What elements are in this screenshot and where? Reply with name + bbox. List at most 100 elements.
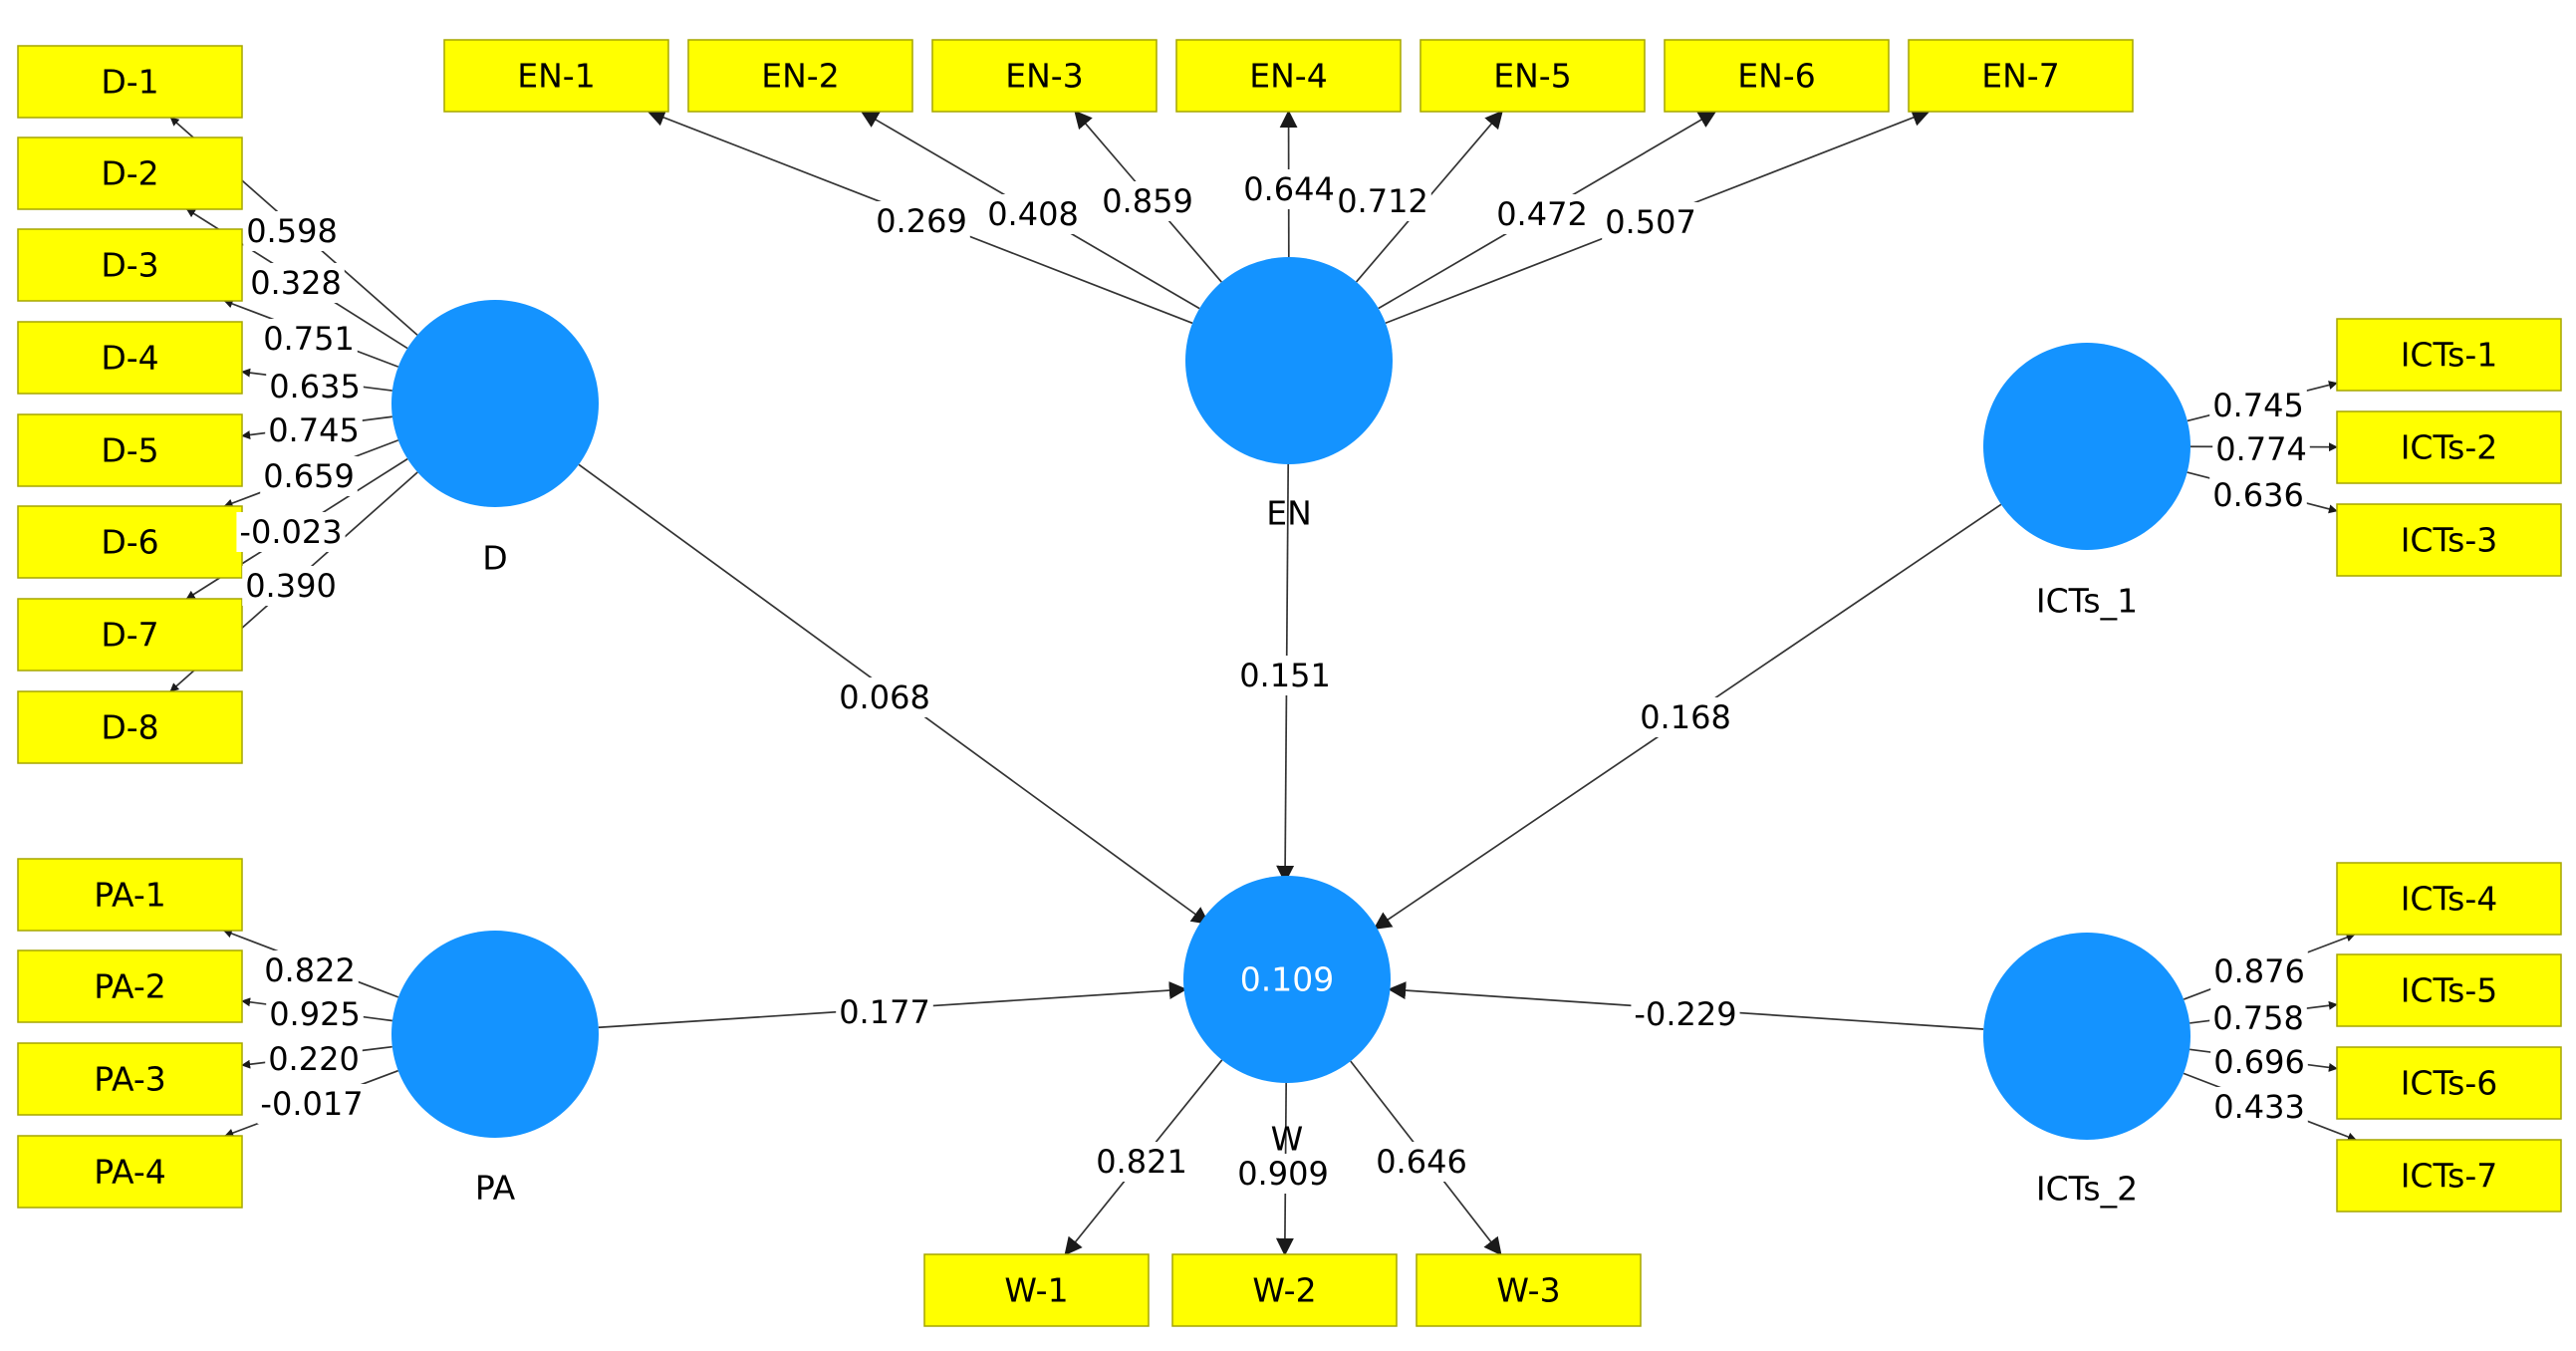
loading-D-4: 0.635 (266, 367, 364, 406)
indicator-ICTs-1[interactable]: ICTs-1 (2336, 318, 2562, 392)
svg-text:0.433: 0.433 (2213, 1088, 2305, 1126)
svg-text:0.745: 0.745 (2212, 387, 2304, 424)
loading-D-7: -0.023 (236, 512, 346, 552)
path-coefficient-EN_W: 0.151 (1236, 656, 1334, 695)
svg-text:0.745: 0.745 (268, 411, 360, 449)
indicator-ICTs-6[interactable]: ICTs-6 (2336, 1046, 2562, 1120)
construct-PA[interactable]: PA (391, 931, 599, 1208)
construct-label-ICTs_1: ICTs_1 (2036, 582, 2138, 621)
indicator-EN-4[interactable]: EN-4 (1175, 39, 1402, 113)
loading-EN-7: 0.507 (1602, 202, 1699, 242)
construct-label-EN: EN (1266, 494, 1312, 533)
loading-W-2: 0.909 (1234, 1154, 1332, 1194)
indicator-W-3[interactable]: W-3 (1416, 1253, 1642, 1327)
indicator-EN-3[interactable]: EN-3 (931, 39, 1158, 113)
indicator-label: ICTs-5 (2401, 971, 2498, 1010)
indicator-label: PA-3 (94, 1060, 166, 1099)
construct-ICTs_1[interactable]: ICTs_1 (1983, 343, 2190, 621)
indicator-D-7[interactable]: D-7 (17, 598, 243, 672)
construct-label-W: W (1271, 1120, 1304, 1159)
indicator-W-2[interactable]: W-2 (1171, 1253, 1398, 1327)
construct-label-PA: PA (475, 1169, 516, 1208)
indicator-EN-1[interactable]: EN-1 (443, 39, 669, 113)
svg-text:0.220: 0.220 (268, 1040, 360, 1078)
svg-text:0.774: 0.774 (2215, 430, 2307, 468)
indicator-label: EN-2 (761, 57, 839, 96)
loading-D-1: 0.598 (243, 211, 341, 251)
svg-text:0.758: 0.758 (2212, 999, 2304, 1037)
svg-text:0.151: 0.151 (1239, 657, 1331, 694)
indicator-label: D-1 (101, 63, 158, 102)
indicator-label: D-8 (101, 708, 158, 747)
indicator-ICTs-5[interactable]: ICTs-5 (2336, 953, 2562, 1027)
indicator-D-1[interactable]: D-1 (17, 45, 243, 119)
indicator-label: ICTs-3 (2401, 521, 2498, 560)
svg-text:-0.229: -0.229 (1634, 995, 1736, 1033)
indicator-ICTs-2[interactable]: ICTs-2 (2336, 410, 2562, 484)
indicator-W-1[interactable]: W-1 (923, 1253, 1150, 1327)
indicator-label: ICTs-2 (2401, 428, 2498, 467)
indicator-label: ICTs-4 (2401, 880, 2498, 919)
indicator-label: PA-2 (94, 967, 166, 1006)
svg-text:0.472: 0.472 (1496, 195, 1588, 233)
loading-W-1: 0.821 (1093, 1142, 1190, 1182)
indicator-ICTs-4[interactable]: ICTs-4 (2336, 862, 2562, 936)
svg-text:0.822: 0.822 (264, 951, 356, 989)
svg-text:0.598: 0.598 (246, 212, 338, 250)
svg-text:0.390: 0.390 (245, 567, 337, 605)
svg-text:0.751: 0.751 (263, 320, 355, 358)
svg-text:0.646: 0.646 (1376, 1143, 1467, 1181)
loading-ICTs_1-2: 0.774 (2212, 429, 2310, 469)
svg-text:0.644: 0.644 (1243, 170, 1335, 208)
weights-layer: 0.598 0.328 0.751 0.635 0.745 0.659 -0.023 0.39… (236, 169, 2310, 1194)
indicator-label: ICTs-7 (2401, 1157, 2498, 1196)
loading-EN-6: 0.472 (1493, 194, 1591, 234)
indicator-D-5[interactable]: D-5 (17, 413, 243, 487)
svg-text:0.328: 0.328 (250, 264, 342, 302)
loading-ICTs_2-2: 0.758 (2209, 998, 2307, 1038)
svg-text:0.696: 0.696 (2213, 1043, 2305, 1081)
svg-text:0.068: 0.068 (839, 678, 930, 716)
indicator-D-2[interactable]: D-2 (17, 136, 243, 210)
indicator-EN-2[interactable]: EN-2 (687, 39, 913, 113)
svg-text:0.507: 0.507 (1605, 203, 1696, 241)
loading-EN-4: 0.644 (1240, 169, 1338, 209)
indicator-PA-1[interactable]: PA-1 (17, 858, 243, 932)
svg-text:0.659: 0.659 (263, 457, 355, 495)
indicator-EN-6[interactable]: EN-6 (1664, 39, 1890, 113)
indicator-PA-2[interactable]: PA-2 (17, 949, 243, 1023)
indicator-ICTs-7[interactable]: ICTs-7 (2336, 1139, 2562, 1213)
svg-text:0.909: 0.909 (1237, 1155, 1329, 1193)
path-coefficient-PA_W: 0.177 (836, 992, 933, 1032)
indicator-D-4[interactable]: D-4 (17, 321, 243, 395)
svg-text:0.876: 0.876 (2213, 952, 2305, 990)
construct-label-D: D (482, 539, 507, 578)
construct-label-ICTs_2: ICTs_2 (2036, 1170, 2138, 1209)
construct-W[interactable]: W0.109 (1183, 876, 1391, 1159)
construct-ICTs_2[interactable]: ICTs_2 (1983, 933, 2190, 1209)
svg-text:-0.023: -0.023 (239, 513, 342, 551)
indicator-EN-5[interactable]: EN-5 (1419, 39, 1646, 113)
indicator-D-3[interactable]: D-3 (17, 228, 243, 302)
indicator-D-8[interactable]: D-8 (17, 690, 243, 764)
svg-text:0.408: 0.408 (987, 195, 1079, 233)
indicator-label: PA-1 (94, 876, 166, 915)
indicator-label: EN-5 (1493, 57, 1571, 96)
construct-EN[interactable]: EN (1185, 257, 1393, 533)
indicator-ICTs-3[interactable]: ICTs-3 (2336, 503, 2562, 577)
indicator-EN-7[interactable]: EN-7 (1908, 39, 2134, 113)
indicator-label: D-2 (101, 154, 158, 193)
loading-D-5: 0.745 (265, 410, 363, 450)
indicator-PA-4[interactable]: PA-4 (17, 1135, 243, 1209)
indicator-label: D-6 (101, 523, 158, 562)
loading-PA-2: 0.925 (266, 994, 364, 1034)
svg-text:0.177: 0.177 (839, 993, 930, 1031)
construct-D[interactable]: D (391, 300, 599, 578)
indicator-label: D-5 (101, 431, 158, 470)
path-coefficient-D_W: 0.068 (836, 677, 933, 717)
loading-PA-1: 0.822 (261, 950, 359, 990)
indicator-PA-3[interactable]: PA-3 (17, 1042, 243, 1116)
loading-D-3: 0.751 (260, 319, 358, 359)
indicator-D-6[interactable]: D-6 (17, 505, 243, 579)
